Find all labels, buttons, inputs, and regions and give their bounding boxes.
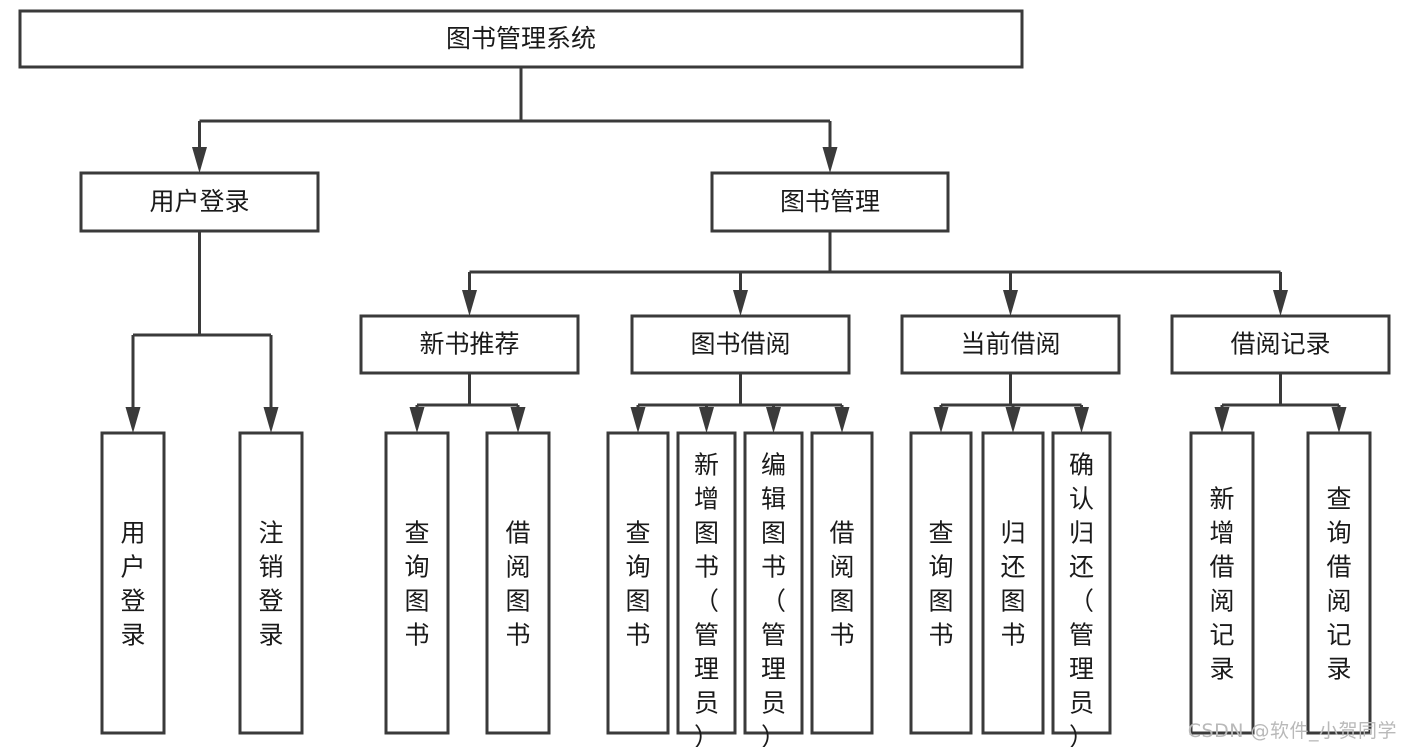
node-leaf-edit-book[interactable]: 编辑图书（管理员）	[743, 431, 804, 747]
node-box-leaf-borrow-book-rec	[485, 431, 551, 735]
arrow-head-leaf-user-login	[125, 407, 141, 433]
node-label-leaf-add-book: 新增图书（管理员）	[694, 451, 719, 747]
node-leaf-borrow-book-bw[interactable]: 借阅图书	[810, 431, 874, 735]
node-label-leaf-query-record: 查询借阅记录	[1326, 485, 1351, 684]
node-label-user-login: 用户登录	[149, 187, 249, 216]
node-box-root	[18, 9, 1024, 69]
node-label-leaf-borrow-book-rec: 借阅图书	[505, 519, 530, 650]
node-box-leaf-edit-book	[743, 431, 804, 735]
node-leaf-query-book-cb[interactable]: 查询图书	[909, 431, 973, 735]
node-box-leaf-query-record	[1306, 431, 1372, 735]
node-leaf-add-book[interactable]: 新增图书（管理员）	[676, 431, 737, 747]
arrow-head-leaf-query-book-cb	[933, 407, 949, 433]
node-label-leaf-user-login: 用户登录	[120, 519, 145, 650]
node-label-leaf-query-book-cb: 查询图书	[928, 519, 953, 650]
node-root[interactable]: 图书管理系统	[18, 9, 1024, 69]
node-box-book-manage	[710, 171, 950, 233]
connector-layer	[125, 67, 1347, 433]
node-label-root: 图书管理系统	[446, 24, 596, 53]
node-box-leaf-return-book	[981, 431, 1045, 735]
node-label-leaf-query-book-rec: 查询图书	[404, 519, 429, 650]
node-leaf-query-book-bw[interactable]: 查询图书	[606, 431, 670, 735]
node-label-leaf-borrow-book-bw: 借阅图书	[829, 519, 854, 650]
arrow-head-leaf-query-book-bw	[630, 407, 646, 433]
node-box-current-borrow	[900, 314, 1121, 375]
node-layer: 图书管理系统用户登录图书管理新书推荐图书借阅当前借阅借阅记录用户登录注销登录查询…	[18, 9, 1391, 747]
node-label-leaf-edit-book: 编辑图书（管理员）	[761, 451, 786, 747]
node-new-book-rec[interactable]: 新书推荐	[359, 314, 580, 375]
node-label-new-book-rec: 新书推荐	[419, 330, 519, 359]
arrow-head-new-book-rec	[462, 290, 477, 316]
arrow-head-leaf-add-book	[699, 407, 714, 433]
arrow-head-leaf-edit-book	[766, 407, 781, 433]
arrow-head-user-login	[192, 147, 207, 173]
arrow-head-leaf-query-book-rec	[409, 407, 425, 433]
node-box-leaf-query-book-bw	[606, 431, 670, 735]
node-box-leaf-add-record	[1189, 431, 1255, 735]
node-user-login[interactable]: 用户登录	[79, 171, 320, 233]
node-leaf-add-record[interactable]: 新增借阅记录	[1189, 431, 1255, 735]
node-box-leaf-user-login	[100, 431, 166, 735]
node-box-new-book-rec	[359, 314, 580, 375]
node-label-book-borrow: 图书借阅	[690, 330, 790, 359]
node-label-borrow-record: 借阅记录	[1230, 330, 1330, 359]
watermark-label: CSDN @软件_小贺同学	[1187, 720, 1397, 742]
node-box-leaf-query-book-cb	[909, 431, 973, 735]
node-current-borrow[interactable]: 当前借阅	[900, 314, 1121, 375]
arrow-head-leaf-borrow-book-rec	[510, 407, 526, 433]
node-leaf-user-login[interactable]: 用户登录	[100, 431, 166, 735]
node-box-leaf-logout	[238, 431, 304, 735]
node-leaf-query-record[interactable]: 查询借阅记录	[1306, 431, 1372, 735]
node-label-leaf-return-book: 归还图书	[1000, 519, 1025, 650]
node-box-leaf-borrow-book-bw	[810, 431, 874, 735]
arrow-head-leaf-logout	[263, 407, 279, 433]
node-book-borrow[interactable]: 图书借阅	[630, 314, 851, 375]
node-label-leaf-logout: 注销登录	[258, 519, 283, 650]
arrow-head-book-manage	[822, 147, 838, 173]
node-box-leaf-confirm-return	[1051, 431, 1112, 735]
node-borrow-record[interactable]: 借阅记录	[1170, 314, 1391, 375]
node-box-leaf-query-book-rec	[384, 431, 450, 735]
arrow-head-book-borrow	[733, 290, 748, 316]
node-box-book-borrow	[630, 314, 851, 375]
node-leaf-confirm-return[interactable]: 确认归还（管理员）	[1051, 431, 1112, 747]
node-box-borrow-record	[1170, 314, 1391, 375]
node-label-book-manage: 图书管理	[780, 187, 880, 216]
node-label-leaf-confirm-return: 确认归还（管理员）	[1069, 451, 1094, 747]
arrow-head-leaf-return-book	[1005, 407, 1021, 433]
node-leaf-query-book-rec[interactable]: 查询图书	[384, 431, 450, 735]
node-box-user-login	[79, 171, 320, 233]
node-book-manage[interactable]: 图书管理	[710, 171, 950, 233]
node-leaf-logout[interactable]: 注销登录	[238, 431, 304, 735]
node-label-leaf-query-book-bw: 查询图书	[625, 519, 650, 650]
node-box-leaf-add-book	[676, 431, 737, 735]
node-leaf-borrow-book-rec[interactable]: 借阅图书	[485, 431, 551, 735]
node-label-current-borrow: 当前借阅	[960, 330, 1060, 359]
node-label-leaf-add-record: 新增借阅记录	[1209, 485, 1234, 684]
arrow-head-leaf-confirm-return	[1074, 407, 1089, 433]
arrow-head-leaf-query-record	[1331, 407, 1347, 433]
arrow-head-current-borrow	[1003, 290, 1018, 316]
arrow-head-borrow-record	[1273, 290, 1288, 316]
node-leaf-return-book[interactable]: 归还图书	[981, 431, 1045, 735]
arrow-head-leaf-borrow-book-bw	[834, 407, 850, 433]
arrow-head-leaf-add-record	[1214, 407, 1230, 433]
